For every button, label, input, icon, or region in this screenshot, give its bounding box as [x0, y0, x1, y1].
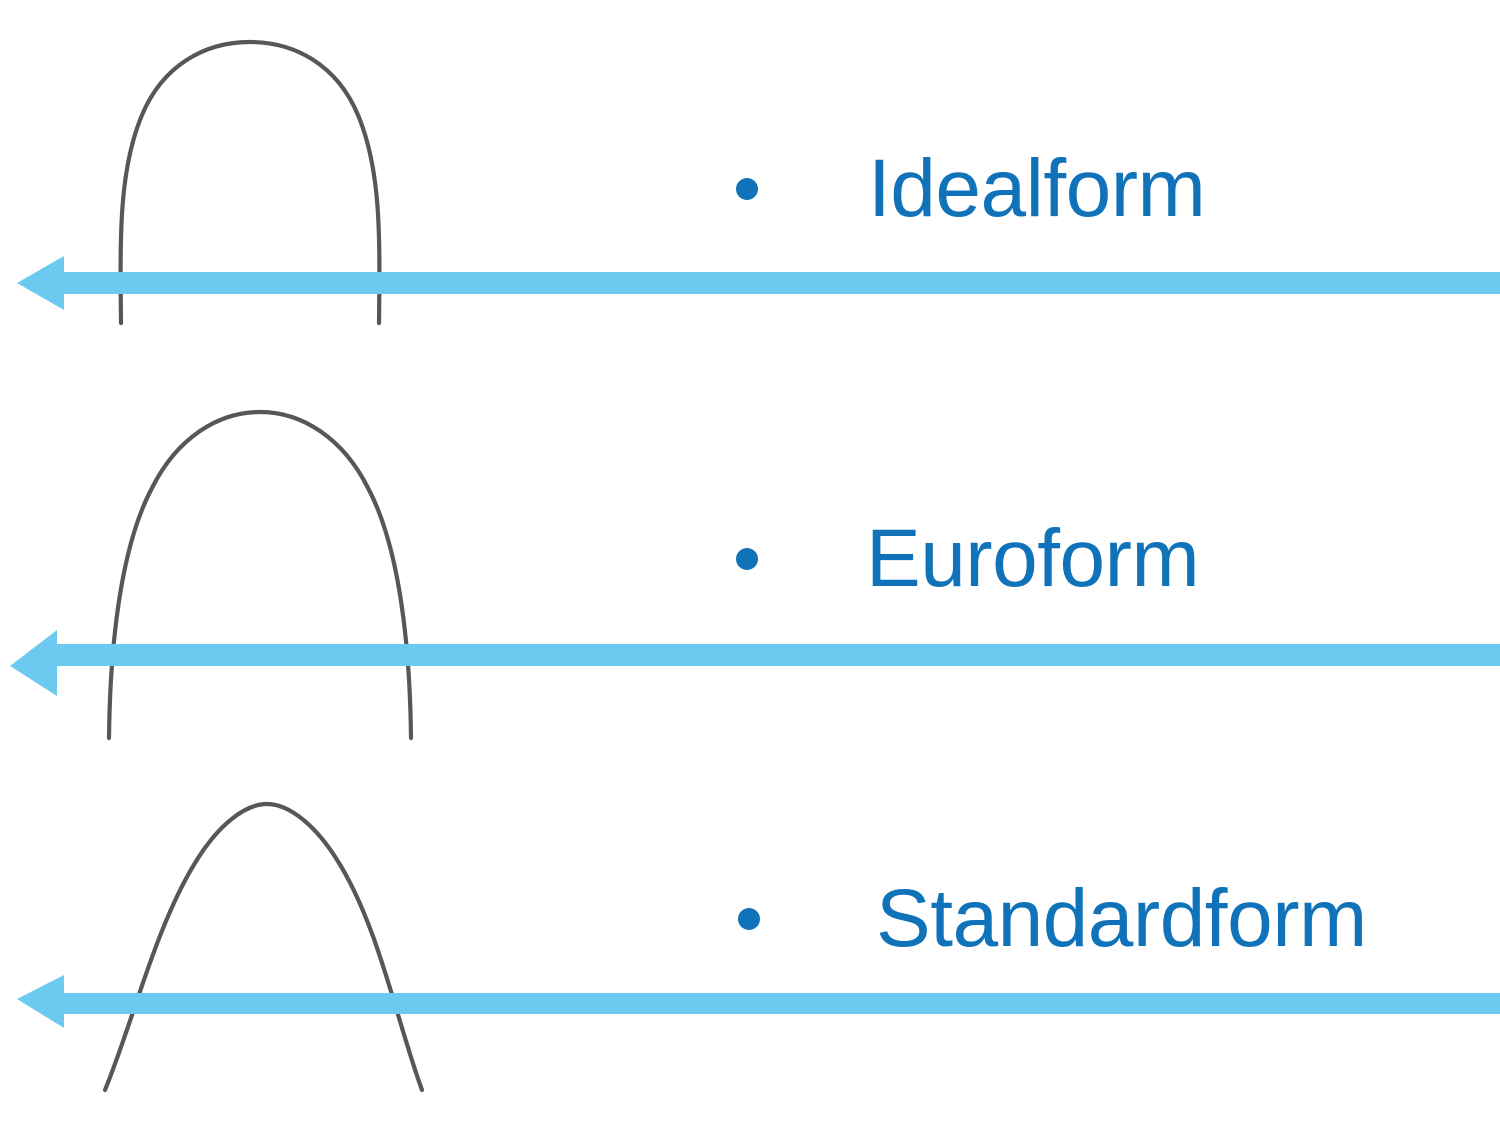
bullet-label-idealform: Idealform: [868, 143, 1206, 234]
arrow-left-euroform: [0, 622, 1500, 700]
archwire-idealform: [95, 20, 425, 340]
arrow-left-standardform: [0, 970, 1500, 1048]
arrow-left-idealform-shape: [17, 256, 1500, 310]
arrow-left-standardform-polygon: [17, 975, 1500, 1028]
archwire-idealform-path: [118, 39, 382, 326]
bullet-label-euroform: Euroform: [866, 513, 1200, 604]
bullet-label-standardform: Standardform: [876, 873, 1367, 964]
bullet-item-idealform: Idealform: [736, 143, 1206, 234]
arrow-left-idealform-polygon: [17, 256, 1500, 310]
arrow-left-euroform-polygon: [10, 630, 1500, 696]
archwire-euroform: [90, 398, 430, 746]
archwire-euroform-path: [106, 409, 414, 741]
arrow-left-euroform-shape: [10, 630, 1500, 696]
bullet-dot-icon: [736, 548, 758, 570]
arrow-left-standardform-shape: [17, 975, 1500, 1028]
bullet-item-euroform: Euroform: [736, 513, 1200, 604]
bullet-item-standardform: Standardform: [738, 878, 1367, 960]
archwire-standardform-path: [102, 801, 425, 1093]
arrow-left-idealform: [0, 244, 1500, 322]
archwire-idealform-drawing: [118, 39, 382, 326]
archwire-standardform: [85, 790, 440, 1100]
bullet-dot-icon: [736, 178, 758, 200]
archwire-standardform-drawing: [102, 801, 425, 1093]
bullet-dot-icon: [738, 908, 760, 930]
archwire-euroform-drawing: [106, 409, 414, 741]
